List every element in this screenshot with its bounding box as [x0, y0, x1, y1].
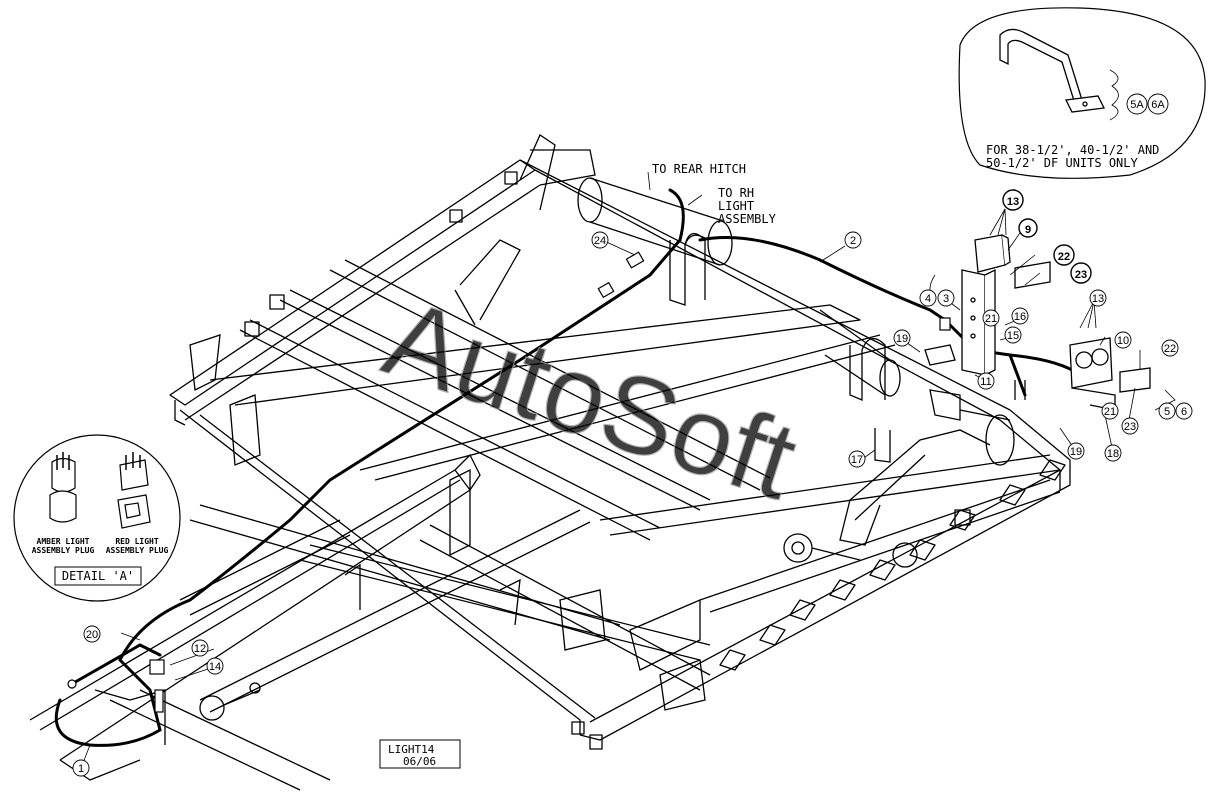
callout-22-top: 22 [1053, 244, 1075, 266]
svg-text:5A: 5A [1130, 99, 1144, 111]
callout-19-top: 19 [893, 329, 911, 347]
svg-text:6: 6 [1181, 406, 1187, 418]
drawing-id-box: LIGHT14 06/06 [379, 739, 461, 769]
callout-14: 14 [206, 657, 224, 675]
callout-2: 2 [844, 231, 862, 249]
callout-4: 4 [919, 289, 937, 307]
inset-hoop-detail: 5A 6A FOR 38-1/2', 40-1/2' AND 50-1/2' D… [958, 7, 1206, 179]
svg-text:16: 16 [1014, 311, 1026, 323]
svg-text:14: 14 [209, 661, 221, 673]
text-labels: TO REAR HITCH TO RH LIGHT ASSEMBLY [652, 162, 777, 226]
svg-text:9: 9 [1025, 224, 1031, 236]
callout-24: 24 [591, 231, 609, 249]
to-rh-label-line1: TO RH [718, 186, 754, 200]
callout-12: 12 [191, 639, 209, 657]
detail-a-plugs: AMBER LIGHT ASSEMBLY PLUG RED LIGHT ASSE… [13, 434, 181, 602]
svg-text:22: 22 [1058, 251, 1070, 263]
callout-13-right: 13 [1089, 289, 1107, 307]
svg-text:6A: 6A [1151, 99, 1165, 111]
inset-note-line2: 50-1/2' DF UNITS ONLY [986, 156, 1138, 170]
wiring-harness [54, 188, 1082, 747]
svg-text:3: 3 [943, 293, 949, 305]
svg-text:13: 13 [1092, 293, 1104, 305]
svg-text:22: 22 [1164, 343, 1176, 355]
callout-21-top: 21 [982, 309, 1000, 327]
svg-text:11: 11 [980, 376, 991, 388]
svg-text:4: 4 [925, 293, 931, 305]
red-plug-line2: ASSEMBLY PLUG [106, 546, 169, 555]
detail-a-label: DETAIL 'A' [62, 569, 134, 583]
callout-23-right: 23 [1121, 417, 1139, 435]
to-rh-label-line3: ASSEMBLY [718, 212, 777, 226]
callout-16: 16 [1011, 307, 1029, 325]
to-rh-label-line2: LIGHT [718, 199, 754, 213]
amber-plug-line2: ASSEMBLY PLUG [32, 546, 95, 555]
svg-text:19: 19 [1070, 446, 1082, 458]
svg-text:19: 19 [896, 333, 908, 345]
svg-text:13: 13 [1007, 196, 1019, 208]
svg-text:23: 23 [1124, 421, 1136, 433]
callout-5a: 5A [1126, 93, 1148, 115]
amber-plug-line1: AMBER LIGHT [37, 537, 90, 546]
svg-text:10: 10 [1117, 335, 1129, 347]
svg-text:18: 18 [1107, 448, 1119, 460]
inset-note-line1: FOR 38-1/2', 40-1/2' AND [986, 143, 1159, 157]
callout-6a: 6A [1147, 93, 1169, 115]
red-plug-line1: RED LIGHT [115, 537, 159, 546]
callout-5: 5 [1158, 402, 1176, 420]
callout-6: 6 [1175, 402, 1193, 420]
drawing-code: LIGHT14 [388, 743, 435, 756]
callout-19-right: 19 [1067, 442, 1085, 460]
drawing-date: 06/06 [403, 755, 436, 768]
svg-text:5: 5 [1164, 406, 1170, 418]
svg-text:2: 2 [850, 235, 856, 247]
callout-11: 11 [977, 372, 995, 390]
callout-13-top: 13 [1002, 189, 1024, 211]
callouts: 1 2 4 3 13 9 22 23 21 16 15 19 11 13 10 … [72, 189, 1193, 777]
callout-9: 9 [1018, 218, 1038, 238]
svg-text:21: 21 [1104, 406, 1116, 418]
svg-text:1: 1 [78, 763, 84, 775]
svg-text:20: 20 [86, 629, 98, 641]
connectors [67, 251, 951, 713]
callout-21-right: 21 [1101, 402, 1119, 420]
to-rear-hitch-label: TO REAR HITCH [652, 162, 746, 176]
svg-text:15: 15 [1007, 330, 1019, 342]
callout-3: 3 [937, 289, 955, 307]
svg-text:21: 21 [985, 313, 997, 325]
implement-frame [29, 159, 1071, 791]
callout-20: 20 [83, 625, 101, 643]
callout-22-right: 22 [1161, 339, 1179, 357]
svg-text:24: 24 [594, 235, 606, 247]
svg-text:23: 23 [1075, 269, 1087, 281]
svg-text:12: 12 [194, 643, 206, 655]
callout-10: 10 [1114, 331, 1132, 349]
callout-23-top: 23 [1070, 262, 1092, 284]
svg-text:17: 17 [851, 454, 863, 466]
callout-18: 18 [1104, 444, 1122, 462]
callout-15: 15 [1004, 326, 1022, 344]
callout-1: 1 [72, 759, 90, 777]
callout-17: 17 [848, 450, 866, 468]
